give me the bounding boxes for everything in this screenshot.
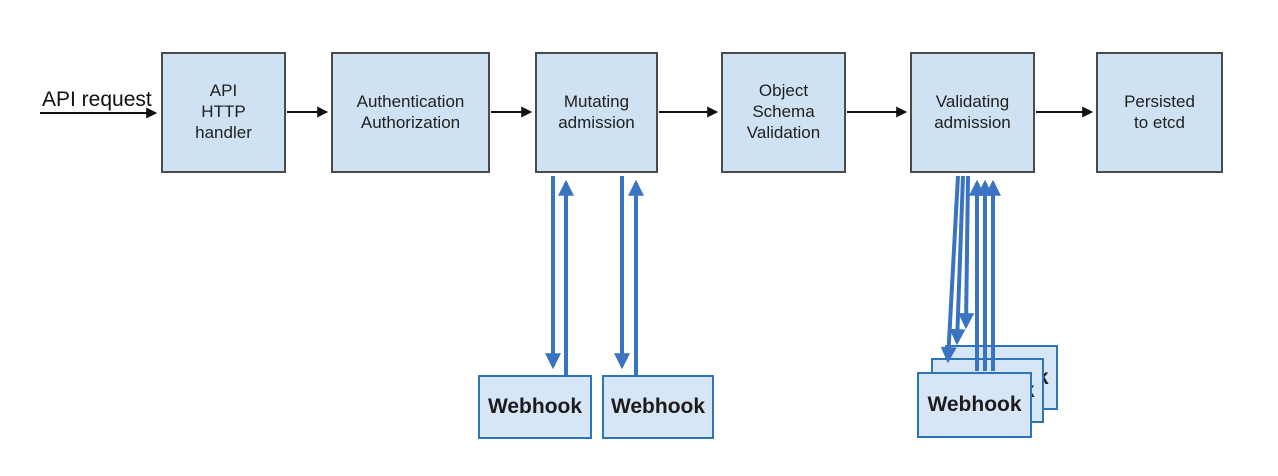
node-label-line: Object xyxy=(758,81,809,101)
node-api-http-handler: API HTTP handler xyxy=(161,52,286,173)
node-label-line: Validation xyxy=(746,122,821,142)
node-label-line: Authorization xyxy=(360,112,461,132)
node-validating-admission: Validating admission xyxy=(910,52,1035,173)
node-label-line: admission xyxy=(558,112,635,132)
node-object-schema-validation: Object Schema Validation xyxy=(721,52,846,173)
node-label-line: handler xyxy=(195,122,252,142)
node-label-line: admission xyxy=(934,112,1011,132)
node-label-line: Validating xyxy=(935,91,1010,111)
validating-webhook-front: Webhook xyxy=(917,372,1032,438)
node-label-line: Schema xyxy=(752,102,815,122)
webhook-arrow-validating-down-1 xyxy=(940,175,960,364)
mutating-webhook-2: Webhook xyxy=(602,375,714,439)
webhook-label: Webhook xyxy=(487,395,583,418)
node-persisted-to-etcd: Persisted to etcd xyxy=(1096,52,1223,173)
node-mutating-admission: Mutating admission xyxy=(535,52,658,173)
api-request-label: API request xyxy=(42,88,152,111)
node-label-line: Mutating xyxy=(563,91,630,111)
webhook-arrow-validating-down-2 xyxy=(949,175,966,346)
node-label-line: HTTP xyxy=(201,102,246,122)
node-label-line: Persisted xyxy=(1124,91,1195,111)
node-authentication-authorization: Authentication Authorization xyxy=(331,52,490,173)
webhook-label: Webhook xyxy=(927,393,1022,416)
node-label-line: Authentication xyxy=(356,91,465,111)
node-label-line: to etcd xyxy=(1133,112,1186,132)
mutating-webhook-1: Webhook xyxy=(478,375,592,439)
node-label-line: API xyxy=(209,81,238,101)
webhook-label: Webhook xyxy=(610,395,706,418)
webhook-arrow-validating-down-3 xyxy=(958,175,975,330)
